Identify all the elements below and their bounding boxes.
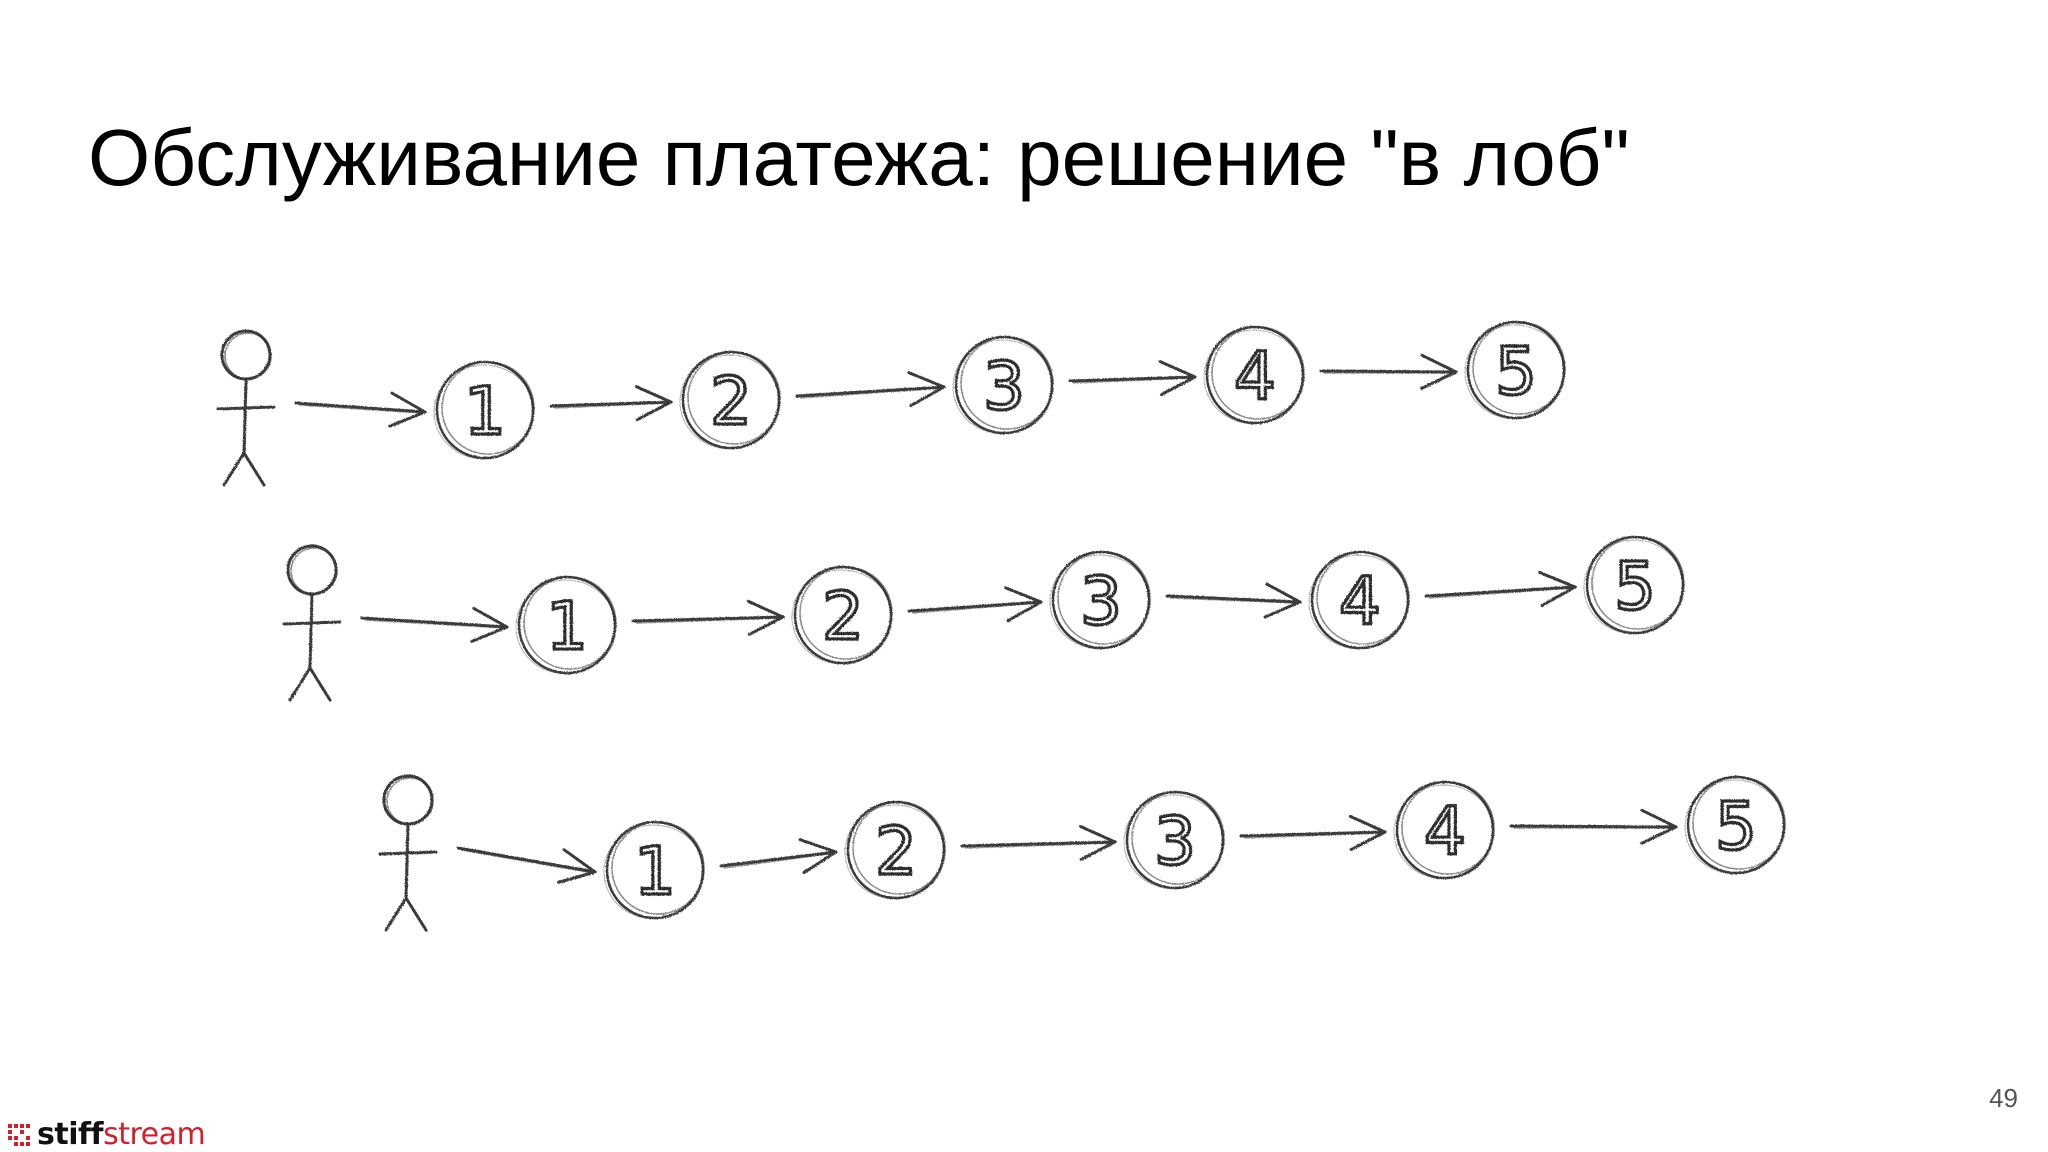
arrow-icon <box>907 586 1043 623</box>
actor-icon <box>216 329 276 487</box>
step-number-label: 3 <box>1080 563 1122 640</box>
step-node: 1 <box>515 575 617 675</box>
step-node: 4 <box>1203 325 1305 425</box>
step-node: 2 <box>679 350 781 450</box>
step-node: 5 <box>1684 775 1786 875</box>
step-node: 2 <box>791 565 893 665</box>
step-node: 1 <box>603 820 705 920</box>
step-number-label: 1 <box>634 833 676 910</box>
step-node: 1 <box>433 360 535 460</box>
step-number-label: 3 <box>983 348 1025 425</box>
arrow-icon <box>360 606 509 643</box>
step-number-label: 2 <box>822 578 864 655</box>
arrow-icon <box>456 846 597 884</box>
arrow-icon <box>960 824 1117 861</box>
step-node: 3 <box>1049 550 1151 650</box>
actor-icon <box>282 544 342 702</box>
company-logo: stiffstream <box>6 1117 206 1152</box>
step-number-label: 1 <box>464 373 506 450</box>
step-node: 5 <box>1583 535 1685 635</box>
arrow-icon <box>1424 571 1577 608</box>
step-node: 3 <box>952 335 1054 435</box>
flow-row: 1 2 3 4 5 <box>282 535 1685 702</box>
step-number-label: 1 <box>546 588 588 665</box>
logo-mark-icon <box>8 1124 30 1146</box>
step-number-label: 5 <box>1715 788 1757 865</box>
arrow-icon <box>795 371 946 408</box>
logo-text-stiff: stiff <box>37 1117 104 1152</box>
flow-row: 1 2 3 4 5 <box>378 774 1786 932</box>
step-number-label: 5 <box>1495 333 1537 410</box>
flow-row: 1 2 3 4 5 <box>216 320 1566 487</box>
arrow-icon <box>1068 360 1197 397</box>
step-number-label: 4 <box>1339 563 1381 640</box>
step-node: 4 <box>1393 780 1495 880</box>
step-node: 3 <box>1123 790 1225 890</box>
arrow-icon <box>719 838 838 875</box>
step-number-label: 3 <box>1154 803 1196 880</box>
step-number-label: 5 <box>1614 548 1656 625</box>
actor-icon <box>378 774 438 932</box>
step-node: 2 <box>844 800 946 900</box>
step-number-label: 4 <box>1234 338 1276 415</box>
page-number: 49 <box>1989 1083 2018 1113</box>
slide-title: Обслуживание платежа: решение "в лоб" <box>88 113 1630 202</box>
step-number-label: 2 <box>710 363 752 440</box>
step-number-label: 4 <box>1424 793 1466 870</box>
arrow-icon <box>1239 814 1387 851</box>
arrow-icon <box>631 599 785 636</box>
logo-wordmark: stiffstream <box>37 1117 206 1152</box>
step-node: 5 <box>1464 320 1566 420</box>
step-number-label: 2 <box>875 813 917 890</box>
logo-text-stream: stream <box>103 1117 206 1152</box>
arrow-icon <box>549 385 673 422</box>
step-node: 4 <box>1308 550 1410 650</box>
arrow-icon <box>294 391 427 428</box>
arrow-icon <box>1165 582 1302 619</box>
arrow-icon <box>1509 808 1678 845</box>
arrow-icon <box>1319 353 1458 390</box>
